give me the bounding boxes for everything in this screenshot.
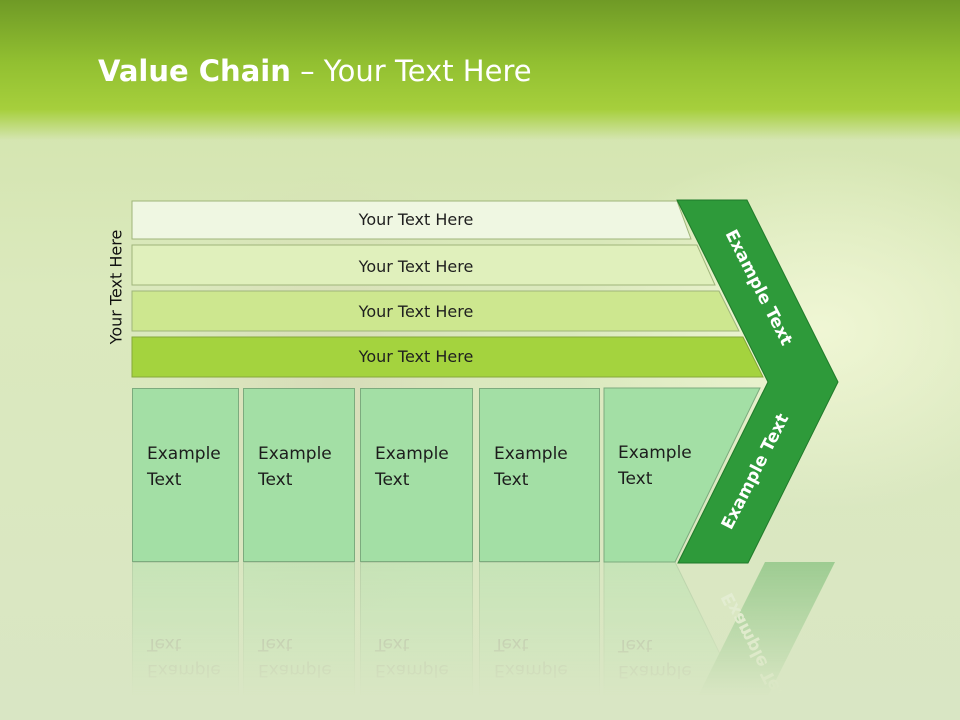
activity-box-5: Example Text xyxy=(604,388,692,562)
row-2-label: Your Text Here xyxy=(358,257,474,276)
box-5-label: Example Text xyxy=(618,443,692,489)
row-3 xyxy=(131,290,740,332)
box-4-label: Example Text xyxy=(494,444,568,490)
activity-box-3: Example Text xyxy=(360,388,473,562)
activity-box-2: Example Text xyxy=(243,388,355,562)
box-5-shape xyxy=(603,387,761,563)
reflection-box-5-label: Example Text xyxy=(618,635,692,681)
row-1 xyxy=(131,200,692,240)
box-3-label: Example Text xyxy=(375,444,449,490)
reflection-chevron: Example Text xyxy=(603,562,838,720)
reflection-box-5: Example Text xyxy=(604,562,692,720)
row-2 xyxy=(131,244,716,286)
header-band xyxy=(0,0,960,140)
title-rest: – Your Text Here xyxy=(290,54,532,88)
row-4 xyxy=(131,336,764,378)
activity-box-1: Example Text xyxy=(132,388,239,562)
reflection: Example Text Example Text Example Text E… xyxy=(0,562,960,720)
title-bold: Value Chain xyxy=(98,54,291,88)
row-1-label: Your Text Here xyxy=(358,210,474,229)
slide-title: Value Chain – Your Text Here xyxy=(98,54,532,88)
box-1-label: Example Text xyxy=(147,444,221,490)
margin-chevron xyxy=(676,199,839,564)
row-4-label: Your Text Here xyxy=(358,347,474,366)
box-2-label: Example Text xyxy=(258,444,332,490)
activity-box-4: Example Text xyxy=(479,388,600,562)
row-3-label: Your Text Here xyxy=(358,302,474,321)
